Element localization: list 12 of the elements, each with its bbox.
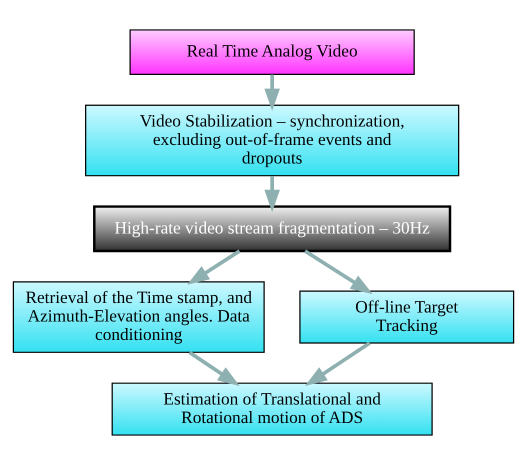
node-box: Real Time Analog Video — [129, 29, 415, 76]
arrow — [188, 350, 240, 386]
arrow — [187, 249, 241, 285]
node-box: Off-line Target Tracking — [299, 290, 514, 344]
node-box: High-rate video stream fragmentation – 30Hz — [93, 205, 452, 252]
node-box: Estimation of Translational and Rotational motion of ADS — [112, 382, 433, 436]
arrow — [304, 249, 373, 294]
arrow — [264, 74, 280, 111]
arrow — [264, 176, 280, 212]
node-box: Retrieval of the Time stamp, and Azimuth-Elevation angles. Data conditioning — [12, 281, 265, 353]
arrow — [304, 342, 371, 386]
node-box: Video Stabilization – synchronization, excluding out-of-frame events and dropouts — [85, 104, 460, 176]
